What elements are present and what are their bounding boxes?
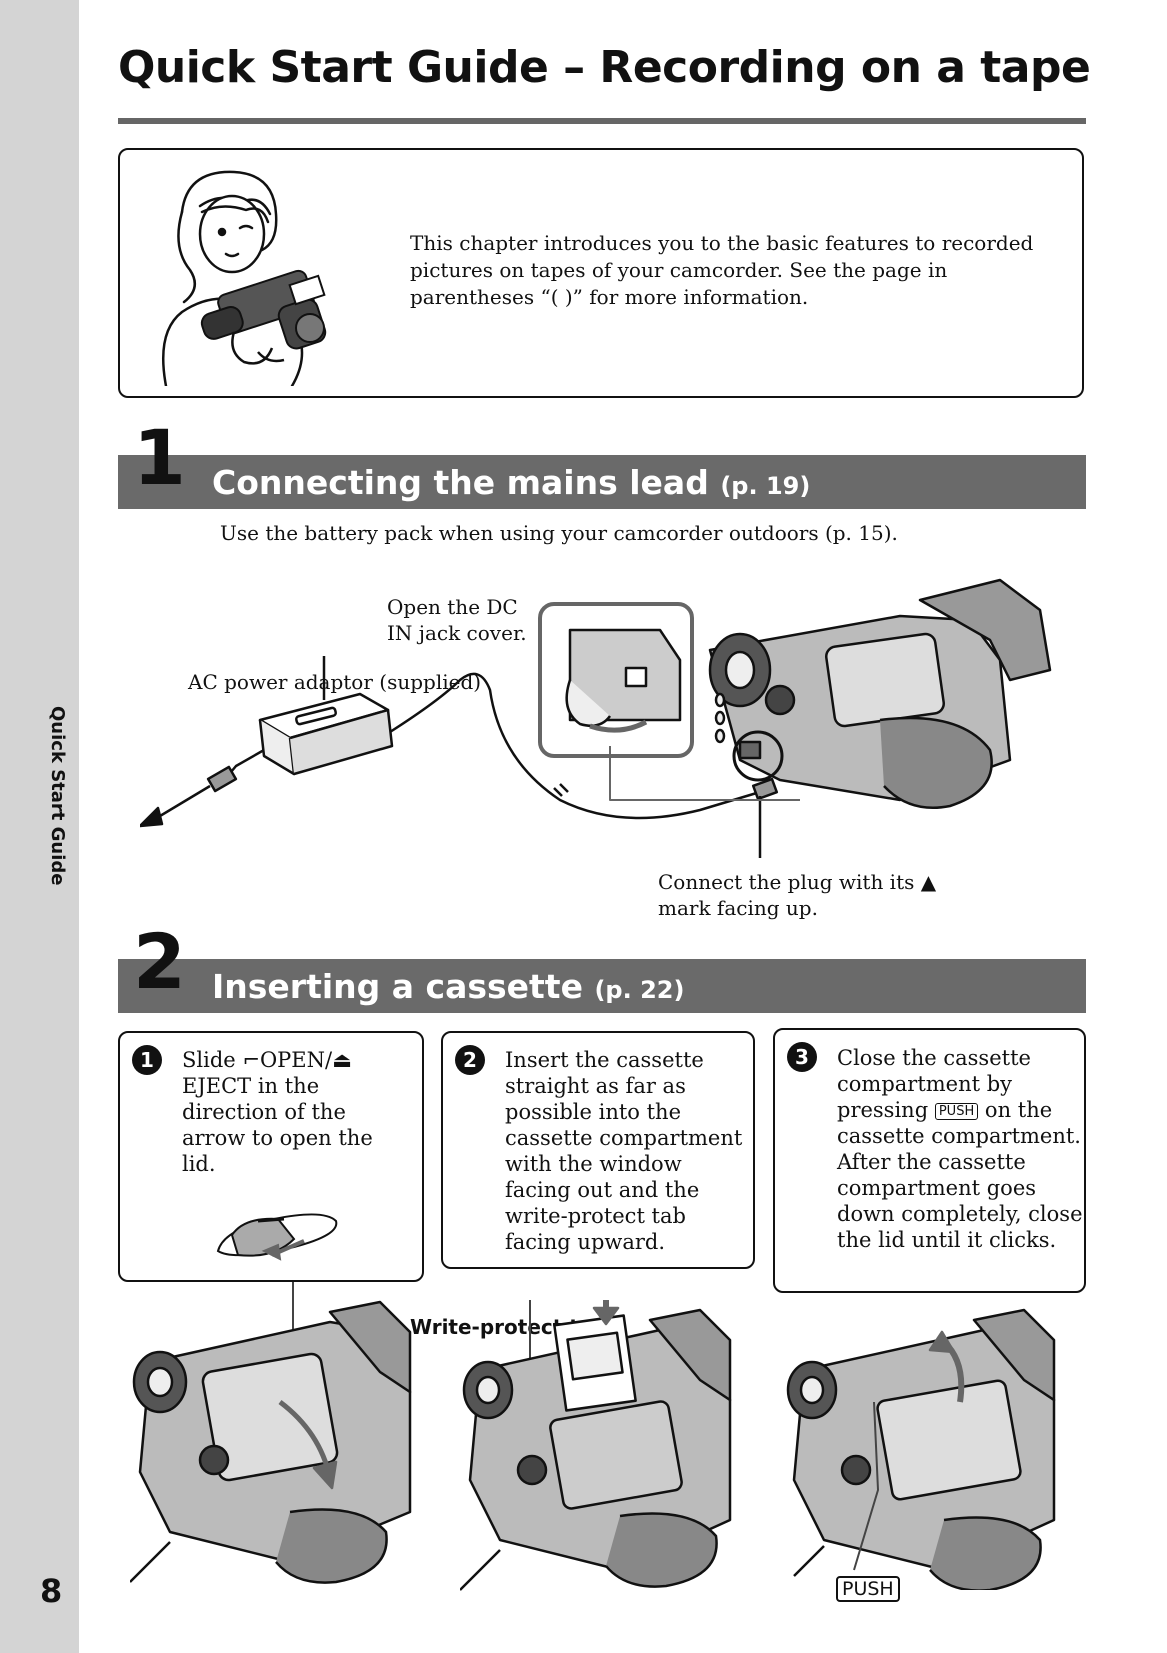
step-2-title: Inserting a cassette (p. 22) bbox=[212, 967, 684, 1006]
step-2-number: 2 bbox=[133, 924, 186, 1000]
page-number: 8 bbox=[40, 1572, 62, 1610]
substep-3-number: 3 bbox=[787, 1042, 817, 1072]
step-2-title-text: Inserting a cassette bbox=[212, 967, 583, 1006]
step-1-number: 1 bbox=[133, 420, 186, 496]
substep-3-text: Close the cassette compartment by pressi… bbox=[837, 1045, 1085, 1253]
substep-2-number: 2 bbox=[455, 1045, 485, 1075]
step-1-title: Connecting the mains lead (p. 19) bbox=[212, 463, 810, 502]
page-title: Quick Start Guide – Recording on a tape bbox=[118, 42, 1090, 93]
step-1-title-text: Connecting the mains lead bbox=[212, 463, 709, 502]
substep-1-number: 1 bbox=[132, 1045, 162, 1075]
step-2-page-ref: (p. 22) bbox=[594, 976, 684, 1004]
step-1-page-ref: (p. 19) bbox=[720, 472, 810, 500]
step-1-note: Use the battery pack when using your cam… bbox=[220, 520, 898, 546]
substep-1-box: 1 Slide ⌐OPEN/⏏ EJECT in the direction o… bbox=[118, 1031, 424, 1282]
title-rule bbox=[118, 118, 1086, 124]
person-with-camcorder-illustration bbox=[142, 162, 342, 386]
camcorder-close-cassette-illustration bbox=[784, 1290, 1064, 1590]
intro-text: This chapter introduces you to the basic… bbox=[410, 230, 1050, 311]
camcorder-open-lid-illustration bbox=[130, 1282, 420, 1602]
push-button-icon: PUSH bbox=[935, 1103, 978, 1120]
sidebar-section-label: Quick Start Guide bbox=[44, 706, 68, 896]
substep-1-text: Slide ⌐OPEN/⏏ EJECT in the direction of … bbox=[182, 1047, 410, 1177]
ac-adaptor-connection-illustration bbox=[140, 560, 1060, 880]
open-eject-slider-illustration bbox=[214, 1201, 344, 1265]
camcorder-insert-cassette-illustration bbox=[460, 1300, 740, 1600]
substep-2-text: Insert the cassette straight as far as p… bbox=[505, 1047, 749, 1255]
substep-2-box: 2 Insert the cassette straight as far as… bbox=[441, 1031, 755, 1269]
intro-box: This chapter introduces you to the basic… bbox=[118, 148, 1084, 398]
substep-3-box: 3 Close the cassette compartment by pres… bbox=[773, 1028, 1086, 1293]
